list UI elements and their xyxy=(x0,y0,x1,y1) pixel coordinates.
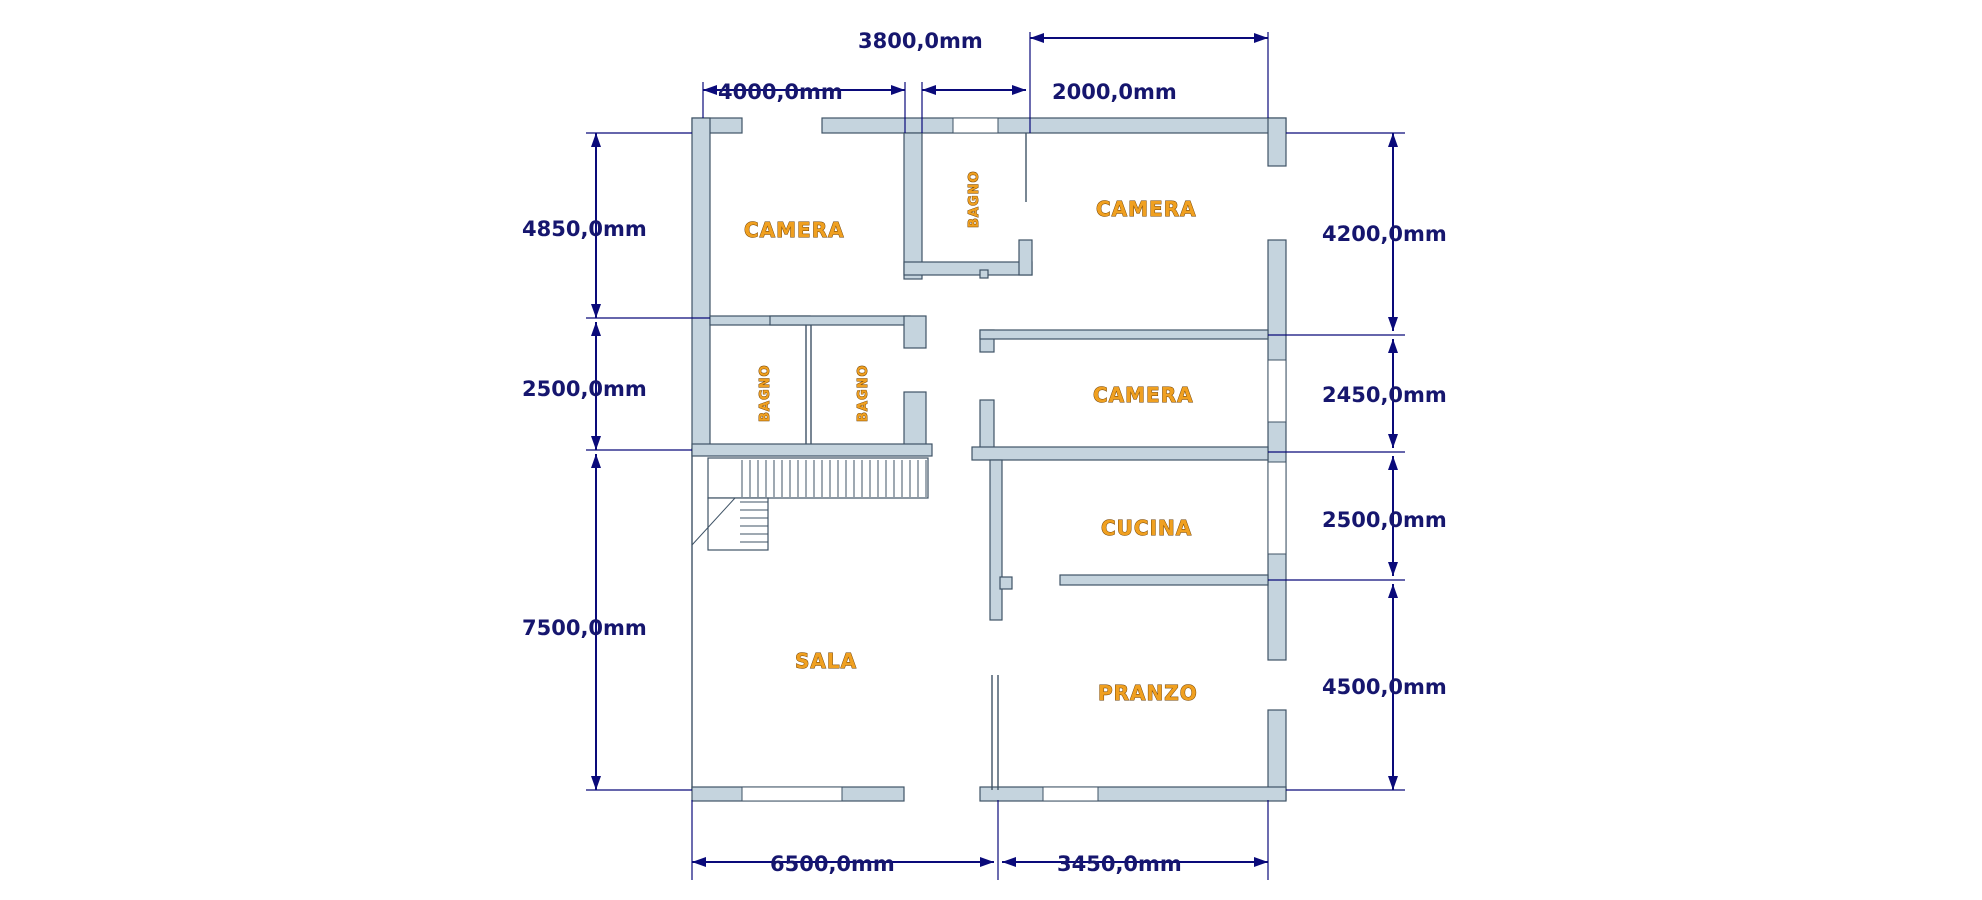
arrow-right-2500-t xyxy=(1388,456,1398,470)
dim-text-left-2500: 2500,0mm xyxy=(522,377,647,401)
wall-bottom-right xyxy=(979,786,1287,802)
room-label-bagno-left: BAGNO xyxy=(758,364,773,422)
window-right-cucina xyxy=(1267,461,1287,555)
wall-bagno-top-left xyxy=(903,132,923,280)
staircase xyxy=(691,457,929,551)
arrow-bottom-3450-l xyxy=(1002,857,1016,867)
stair-frame xyxy=(707,457,929,499)
wall-bagno-top-right xyxy=(1018,239,1033,276)
stair-steps xyxy=(740,460,927,543)
room-label-bagno-right: BAGNO xyxy=(856,364,871,422)
arrow-left-2500-b xyxy=(591,436,601,450)
wall-cucina-left xyxy=(989,459,1003,621)
dim-text-bottom-3450: 3450,0mm xyxy=(1057,852,1182,876)
room-labels: CAMERA BAGNO CAMERA BAGNO BAGNO CAMERA C… xyxy=(744,170,1198,705)
window-right-camera xyxy=(1267,359,1287,423)
wall-corridor-stub-mid xyxy=(979,399,995,455)
dim-text-right-4500: 4500,0mm xyxy=(1322,675,1447,699)
dim-text-top-3800: 3800,0mm xyxy=(858,29,983,53)
arrow-left-2500-t xyxy=(591,322,601,336)
room-label-pranzo: PRANZO xyxy=(1098,681,1198,705)
wall-cucina-bottom xyxy=(1059,574,1269,586)
window-top-bagno xyxy=(952,117,999,134)
wall-bagni-bottom xyxy=(691,443,933,457)
arrow-right-4500-b xyxy=(1388,776,1398,790)
wall-cucina-stub xyxy=(999,576,1013,590)
walls xyxy=(691,117,1287,802)
arrow-bottom-3450-r xyxy=(1254,857,1268,867)
arrow-left-4850-t xyxy=(591,133,601,147)
room-label-bagno-top: BAGNO xyxy=(967,170,982,228)
room-label-camera-top-right: CAMERA xyxy=(1096,197,1197,221)
wall-bagno-top-stub xyxy=(979,269,989,279)
arrow-right-2450-t xyxy=(1388,339,1398,353)
arrow-top-4000-l xyxy=(703,85,717,95)
wall-left-upper xyxy=(691,117,711,449)
dim-text-right-2500: 2500,0mm xyxy=(1322,508,1447,532)
arrow-top-3800-l xyxy=(1030,33,1044,43)
dim-text-right-4200: 4200,0mm xyxy=(1322,222,1447,246)
window-bottom-pranzo xyxy=(1042,786,1099,802)
window-bottom-sala xyxy=(741,786,843,802)
wall-camera-middle-bottom xyxy=(971,446,1269,461)
room-label-camera-middle: CAMERA xyxy=(1093,383,1194,407)
wall-bagno-top-bottom xyxy=(903,261,1033,276)
stair-diagonal xyxy=(691,497,736,546)
arrow-top-3800-r xyxy=(1254,33,1268,43)
room-label-camera-top-left: CAMERA xyxy=(744,218,845,242)
arrow-right-4200-t xyxy=(1388,133,1398,147)
arrow-right-4200-b xyxy=(1388,317,1398,331)
arrow-top-4000-r xyxy=(891,85,905,95)
arrow-right-2500-b xyxy=(1388,562,1398,576)
room-label-sala: SALA xyxy=(795,649,857,673)
dim-text-left-4850: 4850,0mm xyxy=(522,217,647,241)
dim-text-top-2000: 2000,0mm xyxy=(1052,80,1177,104)
dim-text-top-4000: 4000,0mm xyxy=(718,80,843,104)
wall-camera-middle-top xyxy=(979,329,1269,340)
arrow-left-4850-b xyxy=(591,304,601,318)
room-label-cucina: CUCINA xyxy=(1101,516,1192,540)
wall-right-top xyxy=(1267,117,1287,167)
arrow-right-4500-t xyxy=(1388,584,1398,598)
arrow-right-2450-b xyxy=(1388,434,1398,448)
wall-right-middle xyxy=(1267,239,1287,661)
arrow-bottom-6500-l xyxy=(692,857,706,867)
wall-top-main xyxy=(821,117,1287,134)
arrow-left-7500-t xyxy=(591,454,601,468)
arrow-bottom-6500-r xyxy=(980,857,994,867)
dim-text-left-7500: 7500,0mm xyxy=(522,616,647,640)
wall-bagni-column-top xyxy=(903,315,927,349)
stair-lower-frame xyxy=(707,497,769,551)
dimensions: 3800,0mm 4000,0mm 2000,0mm 4850,0mm 2500… xyxy=(522,29,1447,880)
dim-text-bottom-6500: 6500,0mm xyxy=(770,852,895,876)
dim-text-right-2450: 2450,0mm xyxy=(1322,383,1447,407)
wall-bagni-top-2 xyxy=(769,315,911,326)
arrow-top-2000-r xyxy=(1012,85,1026,95)
arrow-left-7500-b xyxy=(591,776,601,790)
arrow-top-2000-l xyxy=(922,85,936,95)
wall-bagni-column-bottom xyxy=(903,391,927,447)
